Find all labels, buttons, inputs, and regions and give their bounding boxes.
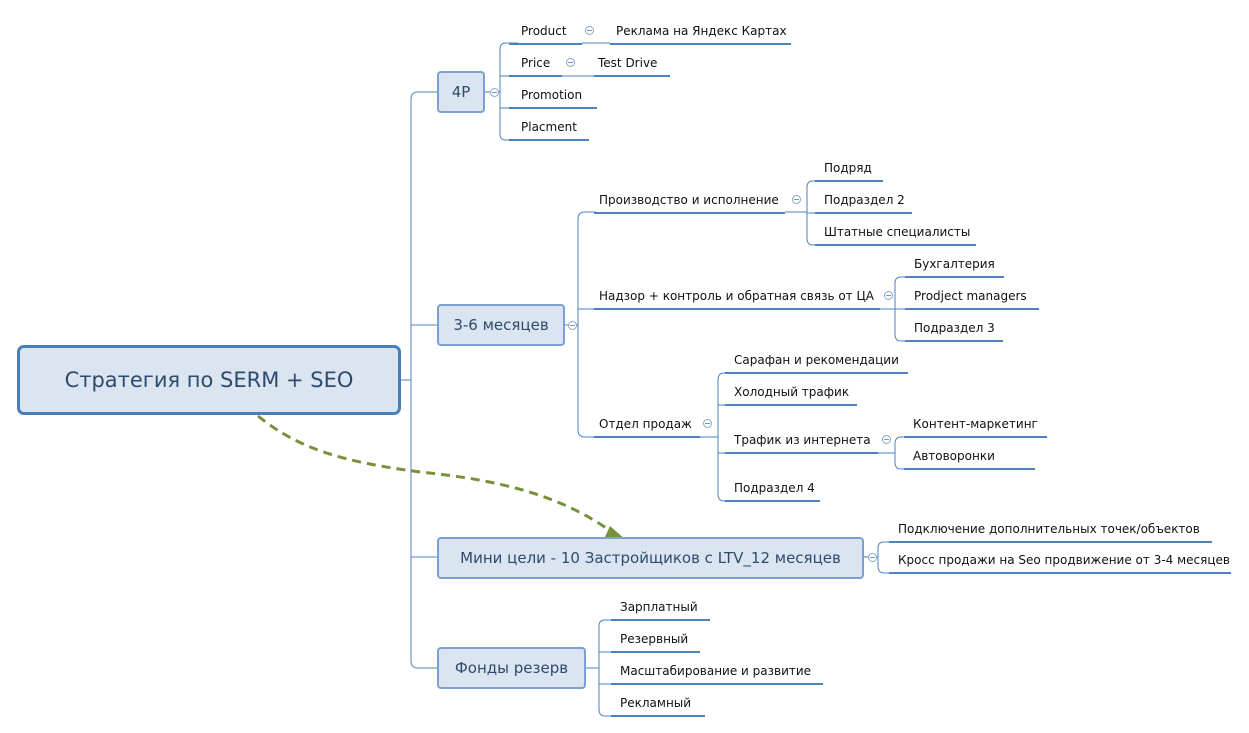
subtopic-accounting[interactable]: Бухгалтерия bbox=[914, 257, 995, 271]
subtopic-scaling-development[interactable]: Масштабирование и развитие bbox=[620, 664, 812, 678]
subtopic-promotion[interactable]: Promotion bbox=[521, 88, 583, 102]
collapse-icon[interactable] bbox=[566, 58, 575, 67]
collapse-icon[interactable] bbox=[703, 419, 712, 428]
subtopic-content-marketing[interactable]: Контент-маркетинг bbox=[913, 417, 1038, 431]
subtopic-internet-traffic[interactable]: Трафик из интернета bbox=[734, 433, 871, 447]
subtopic-cross-sales-seo[interactable]: Кросс продажи на Seo продвижение от 3-4 … bbox=[898, 553, 1230, 567]
subtopic-word-of-mouth[interactable]: Сарафан и рекомендации bbox=[734, 353, 899, 367]
subtopic-project-managers[interactable]: Prodject managers bbox=[914, 289, 1027, 303]
topic-mini-goals[interactable]: Мини цели - 10 Застройщиков с LTV_12 мес… bbox=[437, 537, 864, 579]
topic-underlines bbox=[509, 43, 1231, 717]
relationship-arrow[interactable] bbox=[257, 414, 626, 540]
topic-4p[interactable]: 4P bbox=[437, 71, 485, 113]
collapse-icon[interactable] bbox=[792, 195, 801, 204]
subtopic-test-drive[interactable]: Test Drive bbox=[598, 56, 658, 70]
subtopic-reserve-fund[interactable]: Резервный bbox=[620, 632, 689, 646]
subtopic-supervision[interactable]: Надзор + контроль и обратная связь от ЦА bbox=[599, 289, 875, 303]
subtopic-yandex-maps-ads[interactable]: Реклама на Яндекс Картах bbox=[616, 24, 787, 38]
subtopic-cold-traffic[interactable]: Холодный трафик bbox=[734, 385, 850, 399]
subtopic-contract[interactable]: Подряд bbox=[824, 161, 872, 175]
subtopic-staff-specialists[interactable]: Штатные специалисты bbox=[824, 225, 971, 239]
central-topic[interactable]: Стратегия по SERM + SEO bbox=[17, 345, 401, 415]
subtopic-product[interactable]: Product bbox=[521, 24, 567, 38]
subtopic-autofunnels[interactable]: Автоворонки bbox=[913, 449, 995, 463]
subtopic-additional-points[interactable]: Подключение дополнительных точек/объекто… bbox=[898, 522, 1200, 536]
subtopic-advertising-fund[interactable]: Рекламный bbox=[620, 696, 692, 710]
collapse-icon[interactable] bbox=[568, 321, 577, 330]
topic-reserve-funds[interactable]: Фонды резерв bbox=[437, 647, 586, 689]
subtopic-salary-fund[interactable]: Зарплатный bbox=[620, 600, 698, 614]
collapse-icon[interactable] bbox=[882, 435, 891, 444]
subtopic-price[interactable]: Price bbox=[521, 56, 551, 70]
collapse-icon[interactable] bbox=[490, 88, 499, 97]
subtopic-subsection-2[interactable]: Подраздел 2 bbox=[824, 193, 905, 207]
subtopic-placement[interactable]: Placment bbox=[521, 120, 577, 134]
collapse-icon[interactable] bbox=[585, 26, 594, 35]
subtopic-subsection-3[interactable]: Подраздел 3 bbox=[914, 321, 995, 335]
connector-lines bbox=[401, 42, 910, 717]
subtopic-subsection-4[interactable]: Подраздел 4 bbox=[734, 481, 815, 495]
collapse-icon[interactable] bbox=[868, 553, 877, 562]
subtopic-sales-department[interactable]: Отдел продаж bbox=[599, 417, 692, 431]
subtopic-production[interactable]: Производство и исполнение bbox=[599, 193, 779, 207]
topic-3-6-months[interactable]: 3-6 месяцев bbox=[437, 304, 565, 346]
collapse-icon[interactable] bbox=[884, 291, 893, 300]
